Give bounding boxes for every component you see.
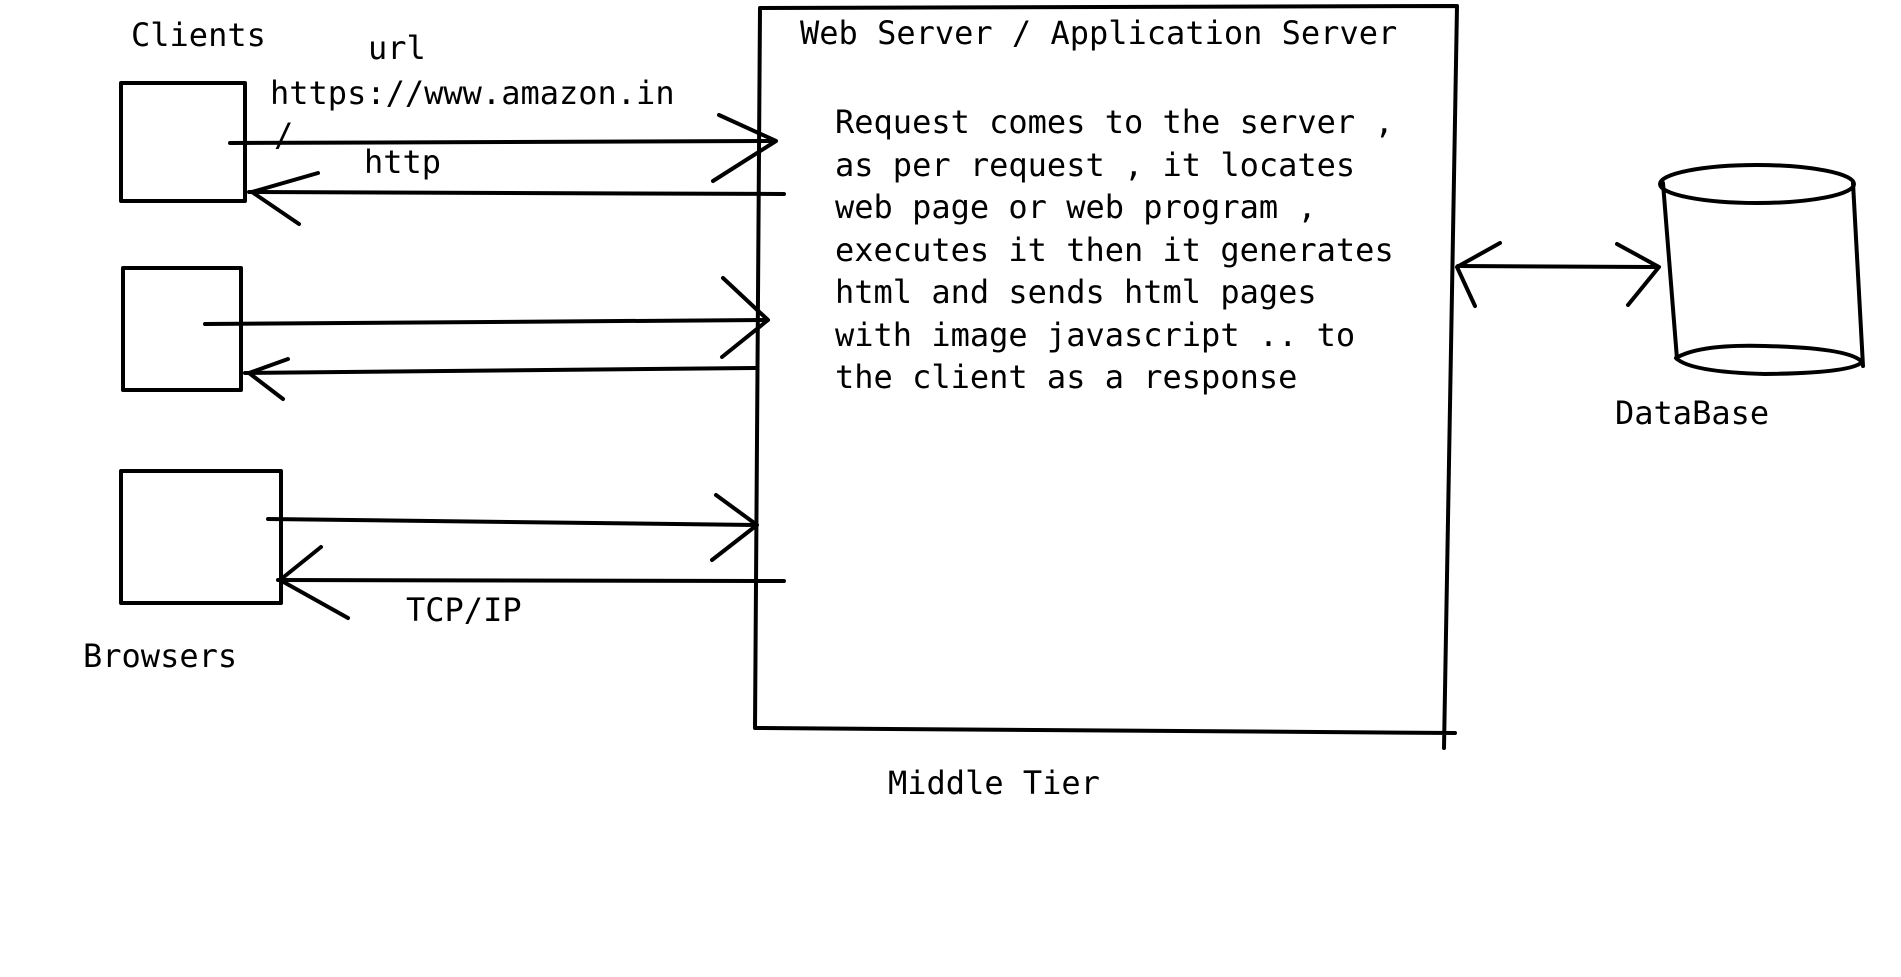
client1-request-arrow: [228, 113, 778, 183]
server-description-line: Request comes to the server ,: [835, 103, 1394, 141]
server-description: Request comes to the server , as per req…: [835, 101, 1394, 399]
client-box-1: [119, 81, 247, 203]
server-database-arrow: [1455, 241, 1661, 308]
server-description-line: with image javascript .. to: [835, 315, 1356, 354]
url-label: url: [368, 29, 426, 67]
url-value: https://www.amazon.in: [270, 74, 675, 112]
server-description-line: executes it then it generates: [835, 230, 1394, 269]
server-description-line: as per request , it locates: [835, 145, 1356, 184]
server-box: [753, 4, 1459, 750]
client3-response-arrow: [276, 545, 786, 620]
server-description-line: web page or web program ,: [835, 188, 1317, 226]
server-description-line: the client as a response: [835, 358, 1298, 396]
tcp-ip-label: TCP/IP: [406, 591, 522, 629]
url-slash: /: [274, 116, 294, 154]
database-label: DataBase: [1615, 394, 1770, 432]
client-box-2: [121, 266, 243, 392]
http-label: http: [364, 143, 442, 181]
browsers-label: Browsers: [83, 637, 238, 675]
client1-response-arrow: [247, 171, 786, 226]
middle-tier-label: Middle Tier: [888, 764, 1100, 802]
server-title: Web Server / Application Server: [800, 14, 1398, 52]
client2-response-arrow: [243, 357, 757, 401]
client3-request-arrow: [266, 493, 759, 562]
clients-label: Clients: [131, 16, 266, 54]
client-box-3: [119, 469, 283, 605]
server-description-line: html and sends html pages: [835, 273, 1317, 311]
database-cylinder: [1658, 163, 1865, 376]
client2-request-arrow: [203, 276, 770, 359]
